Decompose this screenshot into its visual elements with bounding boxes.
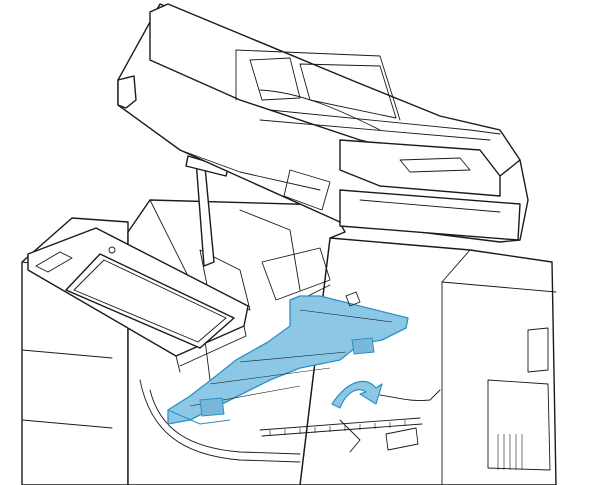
raised-document-feeder <box>117 3 529 243</box>
rollers <box>259 417 423 437</box>
printer-body <box>299 237 557 485</box>
vent-slots <box>497 434 523 470</box>
highlighted-unit <box>167 295 409 425</box>
latch-tab <box>345 291 361 307</box>
control-panel <box>27 227 249 373</box>
highlighted-part <box>167 295 409 425</box>
rotate-arrow-icon <box>331 380 383 409</box>
